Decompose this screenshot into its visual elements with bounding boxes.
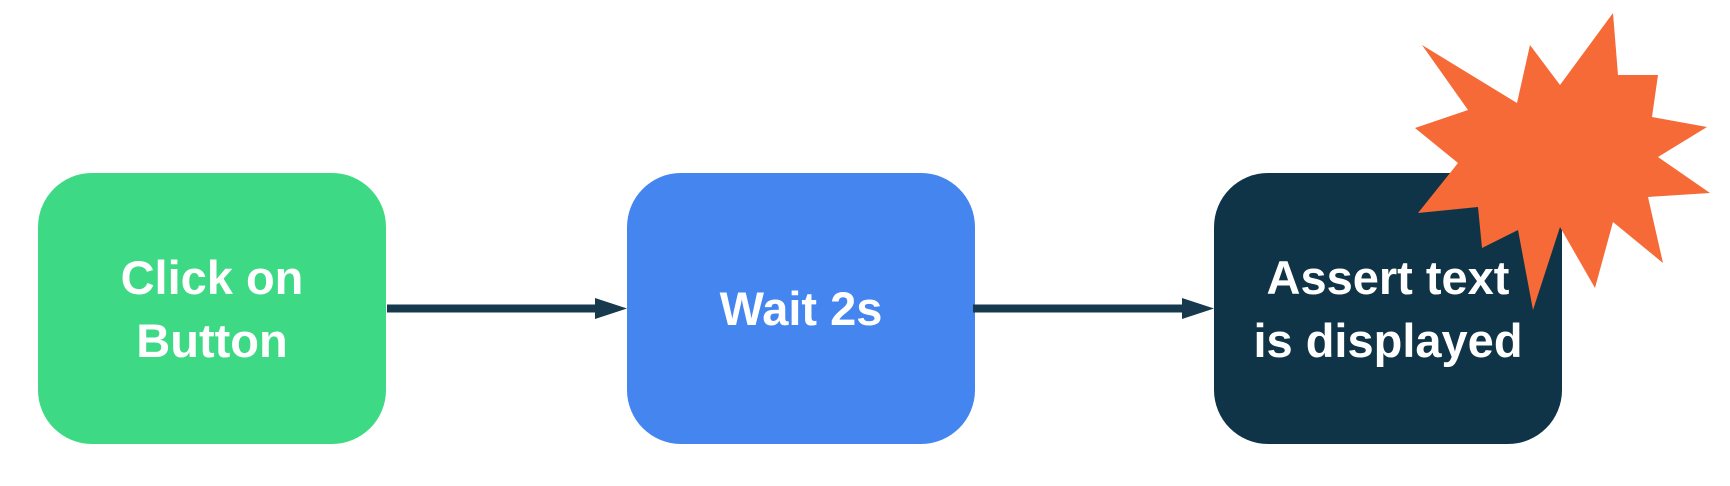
step-label-click-on-button: Click on Button [120,250,304,367]
arrow-head-icon [595,298,627,319]
arrow-connector-1 [387,298,627,319]
step-node-wait-2s[interactable]: Wait 2s [627,173,975,444]
step-label-assert-text-is-displayed: Assert text is displayed [1253,250,1523,367]
arrow-head-icon [1182,298,1214,319]
step-node-click-on-button[interactable]: Click on Button [38,173,386,444]
step-node-assert-text-is-displayed[interactable]: Assert text is displayed [1214,173,1562,444]
step-label-wait-2s: Wait 2s [719,282,883,335]
arrow-connector-2 [973,298,1214,319]
